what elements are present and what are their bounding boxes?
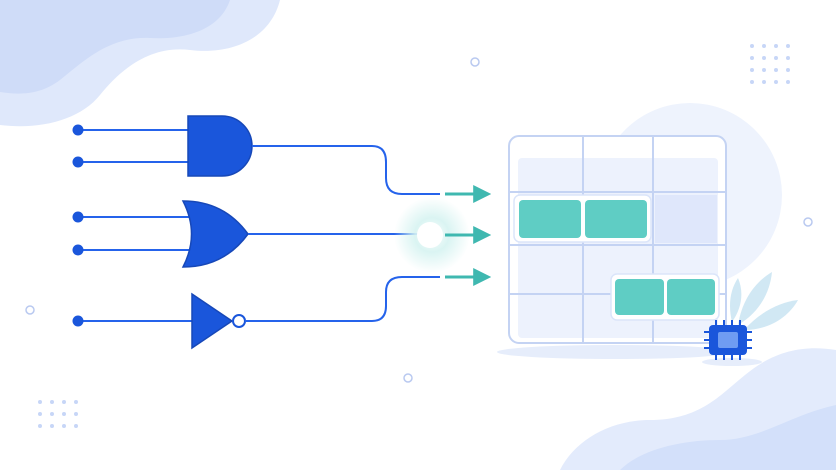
or-gate-icon — [181, 200, 249, 268]
ring-accent-4 — [803, 217, 813, 227]
cell-group-1-cell-b — [585, 200, 647, 238]
input-terminal-5 — [72, 315, 84, 327]
not-gate-icon — [191, 292, 234, 350]
signal-node — [417, 222, 443, 248]
input-terminals — [72, 124, 84, 327]
ring-accent-2 — [25, 305, 35, 315]
input-terminal-4 — [72, 244, 84, 256]
ring-accent-1 — [470, 57, 480, 67]
grid-highlight-block — [655, 195, 717, 243]
leaf-decoration — [730, 272, 798, 330]
input-terminal-3 — [72, 211, 84, 223]
output-arrows — [445, 185, 492, 286]
cell-group-1-cell-a — [519, 200, 581, 238]
microchip-icon — [702, 320, 762, 366]
dot-grid-top-right — [750, 44, 790, 84]
grid-shadow — [497, 345, 733, 359]
dot-grid-bottom-left — [38, 400, 78, 428]
not-gate-bubble — [232, 314, 246, 328]
cell-group-2-cell-a — [615, 279, 664, 315]
input-terminal-1 — [72, 124, 84, 136]
bg-blob-top-left-inner — [0, 0, 230, 94]
input-wires — [78, 129, 194, 322]
and-gate-icon — [187, 115, 253, 177]
input-terminal-2 — [72, 156, 84, 168]
bg-blob-bottom-right-inner — [620, 405, 836, 470]
output-grid — [508, 135, 727, 344]
ring-accent-3 — [403, 373, 413, 383]
cell-group-2-cell-b — [667, 279, 715, 315]
